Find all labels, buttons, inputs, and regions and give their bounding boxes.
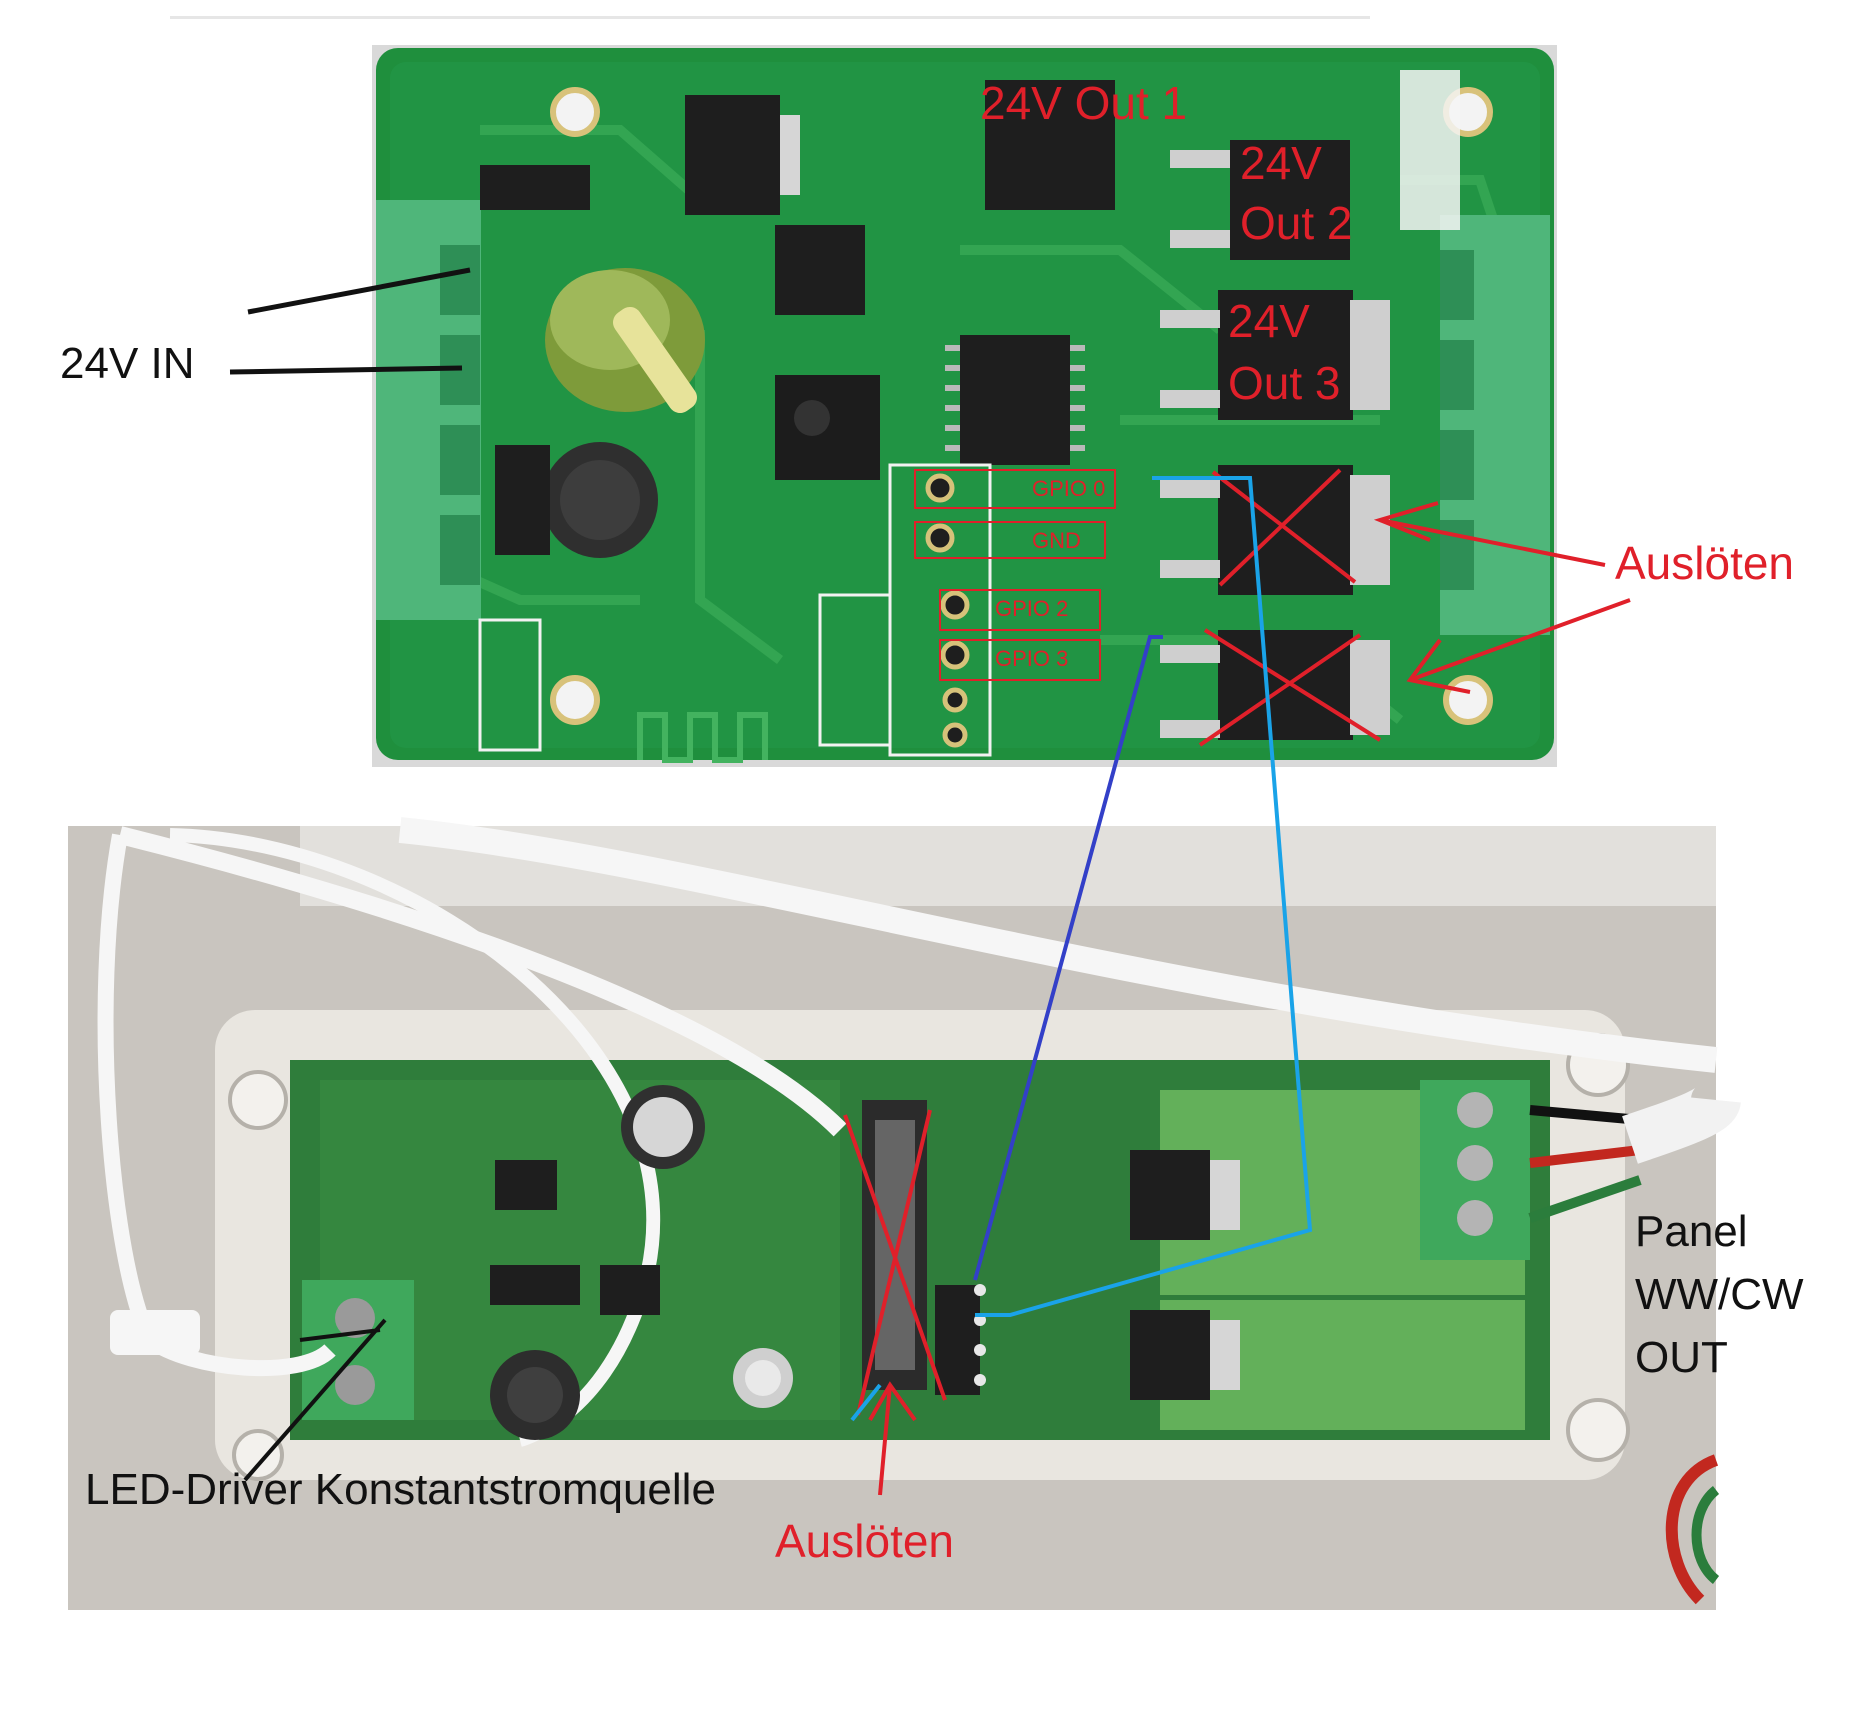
red-cross-q1-a (1211, 470, 1357, 584)
label-24v-out-3-line2: Out 3 (1228, 357, 1341, 409)
label-gpio2: GPIO 2 (995, 596, 1069, 621)
label-ausloeten-bottom: Auslöten (775, 1515, 955, 1567)
label-gpio0: GPIO 0 (1032, 476, 1106, 501)
pointer-led-driver (243, 1318, 387, 1482)
red-cross-q2-a (1203, 628, 1382, 742)
red-cross-q2-b (1198, 633, 1362, 747)
label-ausloeten-top: Auslöten (1615, 537, 1795, 589)
label-gpio3: GPIO 3 (995, 646, 1069, 671)
red-cross-module-b (856, 1109, 932, 1416)
label-led-driver: LED-Driver Konstantstromquelle (85, 1465, 716, 1514)
label-24v-out-1: 24V Out 1 (980, 77, 1188, 129)
label-24v-out-2-line1: 24V (1240, 137, 1322, 189)
label-panel-line3: OUT (1635, 1333, 1728, 1382)
wire-gpio3-dark-blue (973, 635, 1163, 1281)
label-24v-out-2-line2: Out 2 (1240, 197, 1353, 249)
label-panel-line2: WW/CW (1635, 1270, 1804, 1319)
arrow-ausloeten-bottom (878, 1384, 892, 1496)
red-cross-module-a (843, 1114, 947, 1401)
red-cross-q1-b (1218, 468, 1342, 587)
arrow-ausloeten-q2 (1409, 598, 1631, 682)
pointer-24v-in-lower (229, 365, 463, 375)
label-24v-in: 24V IN (60, 339, 195, 388)
label-panel-line1: Panel (1635, 1207, 1748, 1256)
label-24v-out-3-line1: 24V (1228, 295, 1310, 347)
label-gnd: GND (1032, 528, 1081, 553)
arrow-ausloeten-q1 (1379, 518, 1606, 567)
pointer-24v-in-upper (247, 267, 471, 315)
